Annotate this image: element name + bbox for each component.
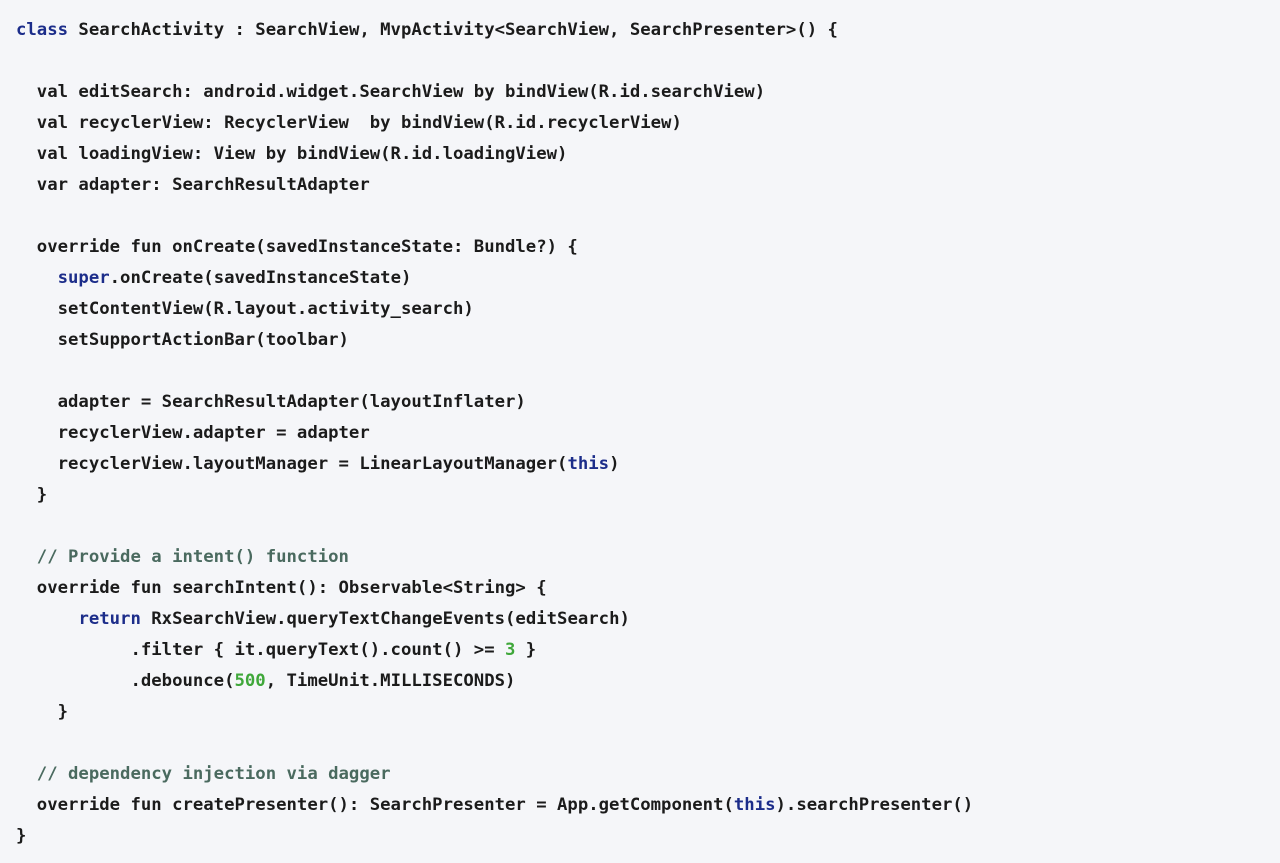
code-text: setContentView(R.layout.activity_search)	[16, 299, 474, 319]
code-text: override fun onCreate(savedInstanceState…	[16, 237, 578, 257]
code-line: setSupportActionBar(toolbar)	[16, 325, 1280, 356]
code-line: return RxSearchView.queryTextChangeEvent…	[16, 604, 1280, 635]
code-text	[16, 268, 58, 288]
code-line: class SearchActivity : SearchView, MvpAc…	[16, 15, 1280, 46]
code-line: // Provide a intent() function	[16, 542, 1280, 573]
code-line: }	[16, 480, 1280, 511]
code-text: setSupportActionBar(toolbar)	[16, 330, 349, 350]
code-text: }	[16, 485, 48, 505]
code-text: , TimeUnit.MILLISECONDS)	[265, 671, 516, 691]
code-line: override fun searchIntent(): Observable<…	[16, 573, 1280, 604]
code-text: val editSearch: android.widget.SearchVie…	[16, 82, 766, 102]
code-lines: class SearchActivity : SearchView, MvpAc…	[16, 15, 1280, 852]
code-line	[16, 356, 1280, 387]
code-line: }	[16, 821, 1280, 852]
code-text: recyclerView.layoutManager = LinearLayou…	[16, 454, 568, 474]
code-keyword: super	[57, 268, 110, 288]
code-line: .filter { it.queryText().count() >= 3 }	[16, 635, 1280, 666]
code-text: recyclerView.adapter = adapter	[16, 423, 370, 443]
code-line	[16, 728, 1280, 759]
code-text: override fun createPresenter(): SearchPr…	[16, 795, 734, 815]
code-text: var adapter: SearchResultAdapter	[16, 175, 370, 195]
code-keyword: this	[733, 795, 776, 815]
code-line: var adapter: SearchResultAdapter	[16, 170, 1280, 201]
code-line: super.onCreate(savedInstanceState)	[16, 263, 1280, 294]
code-text: override fun searchIntent(): Observable<…	[16, 578, 547, 598]
code-text	[16, 609, 78, 629]
code-comment: // Provide a intent() function	[16, 547, 349, 567]
code-keyword: this	[567, 454, 610, 474]
code-text: val recyclerView: RecyclerView by bindVi…	[16, 113, 682, 133]
code-text: )	[609, 454, 620, 474]
code-text: }	[515, 640, 537, 660]
code-line: recyclerView.adapter = adapter	[16, 418, 1280, 449]
code-line	[16, 46, 1280, 77]
code-text: .filter { it.queryText().count() >=	[16, 640, 505, 660]
code-line: val recyclerView: RecyclerView by bindVi…	[16, 108, 1280, 139]
code-comment: // dependency injection via dagger	[16, 764, 391, 784]
code-keyword: class	[16, 20, 69, 40]
code-text: adapter = SearchResultAdapter(layoutInfl…	[16, 392, 526, 412]
code-text: RxSearchView.queryTextChangeEvents(editS…	[140, 609, 630, 629]
code-line: }	[16, 697, 1280, 728]
code-text: val loadingView: View by bindView(R.id.l…	[16, 144, 568, 164]
code-number: 3	[505, 640, 516, 660]
code-number: 500	[234, 671, 266, 691]
code-line: val editSearch: android.widget.SearchVie…	[16, 77, 1280, 108]
code-line: override fun createPresenter(): SearchPr…	[16, 790, 1280, 821]
code-line: // dependency injection via dagger	[16, 759, 1280, 790]
code-text: ).searchPresenter()	[775, 795, 974, 815]
code-keyword: return	[78, 609, 141, 629]
code-line: .debounce(500, TimeUnit.MILLISECONDS)	[16, 666, 1280, 697]
code-text: .onCreate(savedInstanceState)	[109, 268, 412, 288]
code-line: override fun onCreate(savedInstanceState…	[16, 232, 1280, 263]
code-line	[16, 511, 1280, 542]
code-line: val loadingView: View by bindView(R.id.l…	[16, 139, 1280, 170]
code-text: .debounce(	[16, 671, 235, 691]
code-text: }	[16, 826, 27, 846]
code-text: }	[16, 702, 69, 722]
code-line	[16, 201, 1280, 232]
code-line: recyclerView.layoutManager = LinearLayou…	[16, 449, 1280, 480]
code-text: SearchActivity : SearchView, MvpActivity…	[68, 20, 838, 40]
code-line: setContentView(R.layout.activity_search)	[16, 294, 1280, 325]
code-line: adapter = SearchResultAdapter(layoutInfl…	[16, 387, 1280, 418]
